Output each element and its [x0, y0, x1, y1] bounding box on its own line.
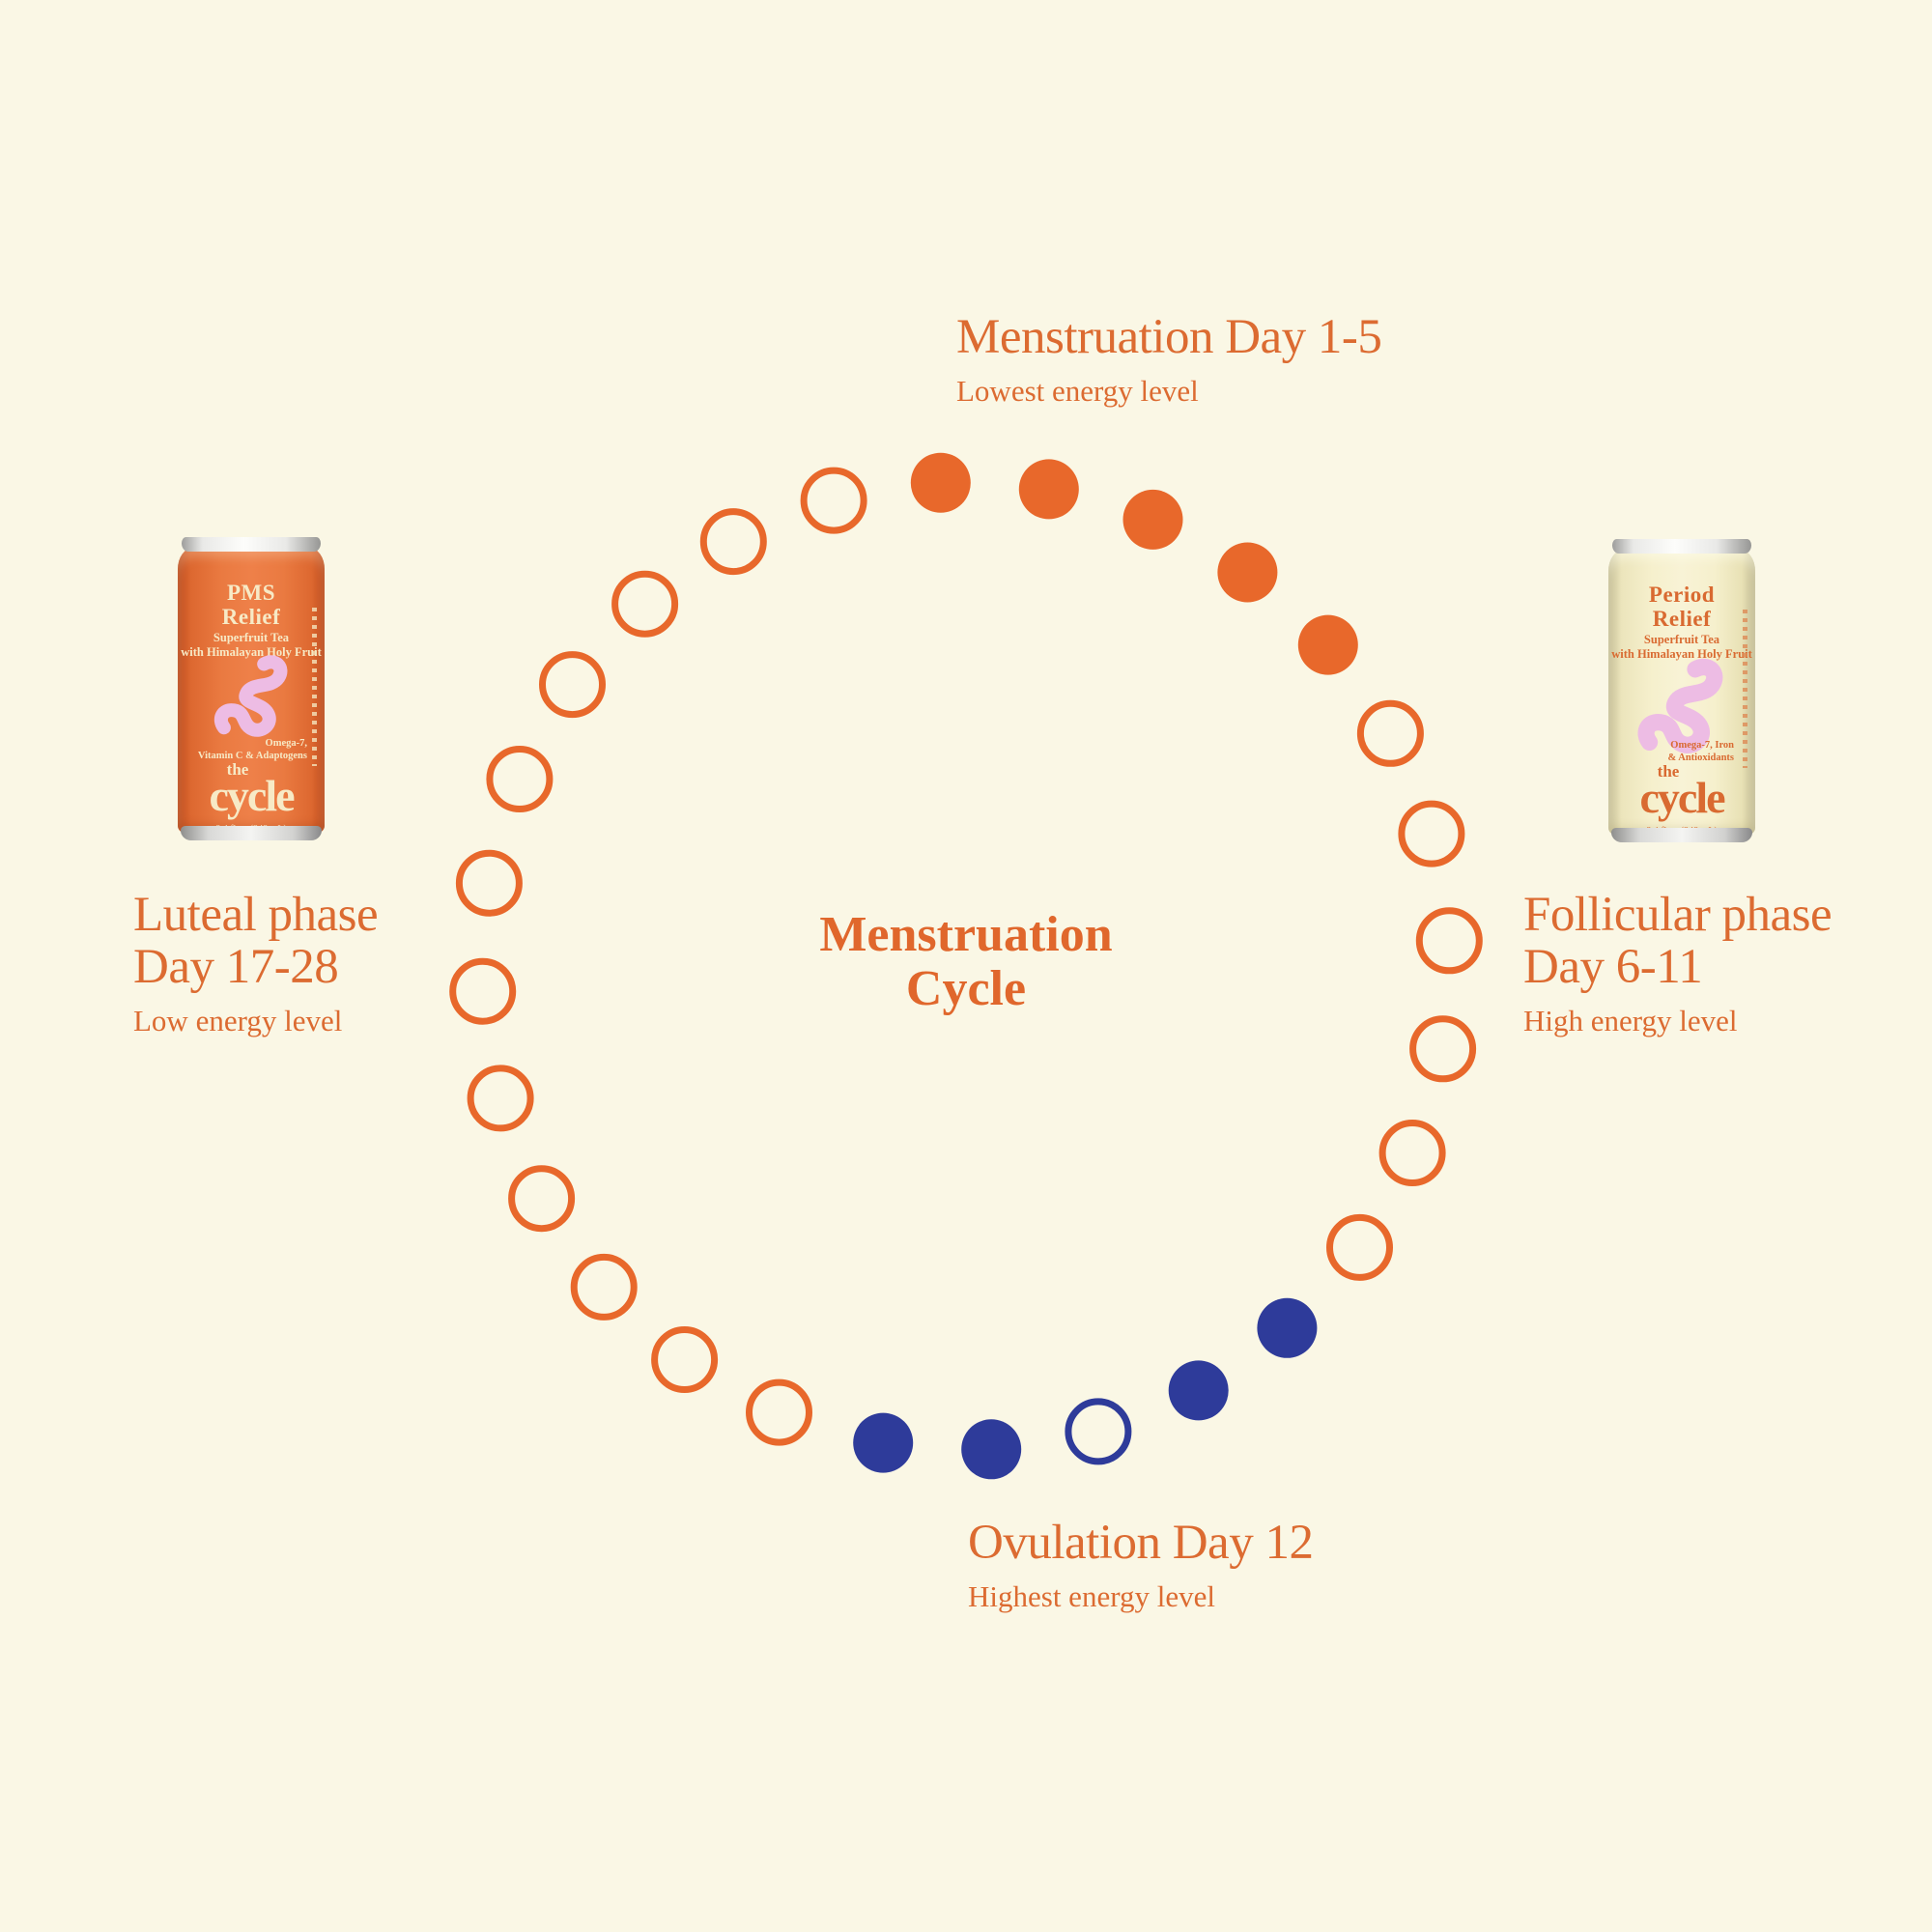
cycle-day-dot-13 [1168, 1360, 1229, 1421]
cycle-day-dot-26 [611, 570, 679, 638]
cycle-day-dot-19 [570, 1253, 638, 1321]
cycle-day-dot-5 [1297, 614, 1358, 675]
cycle-day-dot-22 [449, 957, 517, 1025]
can-description: Superfruit Tea with Himalayan Holy Fruit [178, 631, 325, 659]
cycle-day-dot-25 [539, 651, 606, 719]
can-side-text-strip [1743, 610, 1747, 768]
cycle-day-dot-18 [651, 1326, 719, 1393]
can-ingredients: Omega-7, Iron & Antioxidants [1667, 739, 1734, 764]
follicular-phase-subtitle: High energy level [1523, 1004, 1738, 1037]
cycle-day-dot-7 [1398, 800, 1465, 867]
can-flavor-name: PMS Relief [178, 581, 325, 629]
can-body: PMS Relief Superfruit Tea with Himalayan… [178, 548, 325, 835]
can-desc-line1: Superfruit Tea [1643, 633, 1720, 646]
label-luteal-phase: Luteal phase Day 17-28 Low energy level [133, 888, 379, 1037]
cycle-day-dot-3 [1122, 489, 1183, 550]
follicular-phase-title-line2: Day 6-11 [1523, 940, 1703, 994]
brand-logo: cycle [1639, 773, 1725, 822]
luteal-phase-title-line2: Day 17-28 [133, 940, 339, 994]
can-bottom-rim [181, 826, 322, 840]
pms-relief-can: PMS Relief Superfruit Tea with Himalayan… [178, 537, 325, 840]
cycle-day-dot-15 [961, 1419, 1022, 1480]
can-ingredients-line2: Vitamin C & Adaptogens [197, 751, 307, 761]
ovulation-phase-title: Ovulation Day 12 [968, 1516, 1314, 1570]
can-lid [1612, 539, 1751, 554]
can-desc-line2: with Himalayan Holy Fruit [1611, 646, 1752, 661]
ovulation-phase-subtitle: Highest energy level [968, 1579, 1215, 1613]
cycle-day-dot-9 [1409, 1015, 1477, 1083]
menstruation-phase-title: Menstruation Day 1-5 [956, 310, 1382, 364]
cycle-day-dot-4 [1217, 542, 1278, 603]
center-title-line1: Menstruation [819, 907, 1113, 962]
label-ovulation-phase: Ovulation Day 12 Highest energy level [968, 1516, 1314, 1613]
pink-blob-graphic [213, 655, 288, 737]
cycle-day-dot-14 [1065, 1398, 1132, 1465]
can-ingredients: Omega-7, Vitamin C & Adaptogens [198, 737, 307, 762]
can-body: Period Relief Superfruit Tea with Himala… [1608, 550, 1755, 837]
cycle-day-dot-20 [508, 1165, 576, 1233]
cycle-day-dot-23 [455, 849, 523, 917]
cycle-day-dot-17 [746, 1378, 812, 1446]
can-desc-line1: Superfruit Tea [213, 631, 290, 644]
center-title: Menstruation Cycle [676, 908, 1256, 1016]
cycle-day-dot-12 [1257, 1297, 1318, 1358]
pink-blob-graphic [1637, 658, 1723, 753]
can-flavor-line1: PMS [226, 581, 276, 605]
cycle-day-dot-1 [910, 452, 971, 513]
center-title-line2: Cycle [905, 961, 1027, 1016]
cycle-day-dot-11 [1326, 1213, 1393, 1281]
brand-logo: cycle [209, 771, 295, 820]
brand-the: the [226, 760, 249, 779]
cycle-day-dot-8 [1415, 907, 1483, 975]
label-follicular-phase: Follicular phase Day 6-11 High energy le… [1523, 888, 1833, 1037]
can-ingredients-line1: Omega-7, [265, 738, 307, 749]
can-flavor-line2: Relief [221, 605, 281, 629]
can-side-text-strip [312, 608, 317, 766]
label-menstruation-phase: Menstruation Day 1-5 Lowest energy level [956, 310, 1382, 408]
luteal-phase-subtitle: Low energy level [133, 1004, 343, 1037]
menstruation-phase-subtitle: Lowest energy level [956, 374, 1199, 408]
luteal-phase-title-line1: Luteal phase [133, 888, 379, 942]
can-flavor-name: Period Relief [1608, 582, 1755, 631]
cycle-day-dot-21 [467, 1065, 534, 1132]
can-ingredients-line2: & Antioxidants [1667, 753, 1734, 763]
can-ingredients-line1: Omega-7, Iron [1670, 740, 1734, 751]
cycle-day-dot-28 [800, 467, 867, 534]
can-desc-line2: with Himalayan Holy Fruit [181, 644, 322, 659]
cycle-day-dot-16 [853, 1412, 914, 1473]
period-relief-can: Period Relief Superfruit Tea with Himala… [1608, 539, 1755, 842]
cycle-day-dot-27 [699, 508, 767, 576]
follicular-phase-title-line1: Follicular phase [1523, 888, 1833, 942]
cycle-day-dot-2 [1018, 459, 1079, 520]
can-flavor-line2: Relief [1652, 607, 1712, 631]
can-flavor-line1: Period [1648, 582, 1716, 607]
can-description: Superfruit Tea with Himalayan Holy Fruit [1608, 633, 1755, 661]
brand-the: the [1657, 762, 1680, 781]
cycle-day-dot-10 [1378, 1120, 1446, 1186]
cycle-day-dot-24 [486, 746, 554, 812]
can-lid [182, 537, 321, 552]
cycle-day-dot-6 [1356, 699, 1424, 767]
can-bottom-rim [1611, 828, 1752, 842]
